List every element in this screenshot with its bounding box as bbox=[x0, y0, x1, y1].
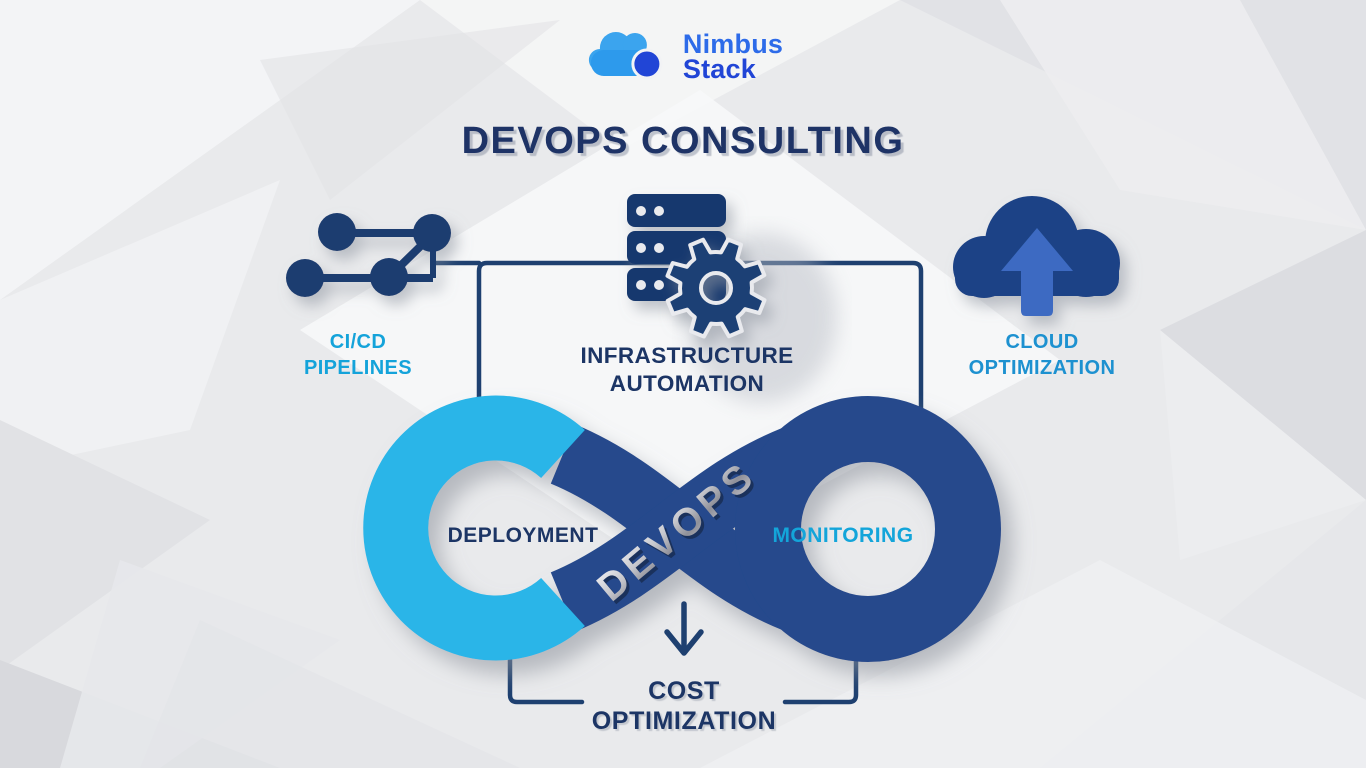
background-facet bbox=[1000, 0, 1366, 230]
cloud-logo-icon bbox=[588, 32, 663, 80]
cost-label-line2: OPTIMIZATION bbox=[591, 707, 777, 735]
background-facet bbox=[1160, 330, 1366, 560]
brand-name-top: Nimbus bbox=[682, 29, 784, 59]
cost-optimization-label: COST OPTIMIZATION bbox=[504, 676, 864, 736]
connector-bottom-right-bracket bbox=[782, 643, 859, 705]
logo-accent-circle bbox=[631, 48, 663, 80]
brand-logo: Nimbus Stack bbox=[583, 26, 783, 88]
background-facet bbox=[420, 0, 900, 150]
monitoring-label: MONITORING bbox=[772, 524, 914, 547]
page-title: DEVOPS CONSULTING bbox=[461, 120, 905, 162]
background-facet bbox=[0, 180, 280, 470]
upload-arrow-icon bbox=[1001, 228, 1073, 316]
infrastructure-automation-label: INFRASTRUCTURE AUTOMATION bbox=[487, 342, 887, 398]
gear-icon bbox=[665, 237, 767, 339]
cost-label-line1: COST bbox=[648, 677, 720, 705]
cloud-label-line2: OPTIMIZATION bbox=[968, 357, 1116, 379]
cloud-label-line1: CLOUD bbox=[1005, 331, 1079, 353]
cloud-upload-icon bbox=[953, 196, 1120, 316]
background-facet bbox=[700, 560, 1366, 768]
infra-label-line1: INFRASTRUCTURE bbox=[580, 343, 794, 368]
connector-bottom-left-bracket bbox=[507, 643, 585, 705]
background-facet bbox=[0, 420, 210, 670]
background-facet bbox=[260, 20, 560, 200]
background-facet bbox=[1160, 230, 1366, 500]
cicd-pipelines-label: CI/CD PIPELINES bbox=[238, 329, 478, 381]
cicd-label-line1: CI/CD bbox=[329, 331, 387, 353]
devops-infinity-loop bbox=[363, 395, 1001, 662]
down-arrow-icon bbox=[664, 601, 704, 656]
deployment-label: DEPLOYMENT bbox=[447, 524, 599, 547]
background-facet bbox=[140, 620, 520, 768]
brand-name-bottom: Stack bbox=[682, 54, 756, 84]
infra-label-line2: AUTOMATION bbox=[609, 371, 765, 396]
pipeline-nodes-icon bbox=[286, 213, 451, 297]
loop-right-ring bbox=[735, 396, 1001, 662]
loop-left-ring bbox=[363, 395, 585, 661]
cicd-label-line2: PIPELINES bbox=[303, 357, 413, 379]
server-gear-icon bbox=[627, 194, 767, 339]
cloud-optimization-label: CLOUD OPTIMIZATION bbox=[922, 329, 1162, 381]
